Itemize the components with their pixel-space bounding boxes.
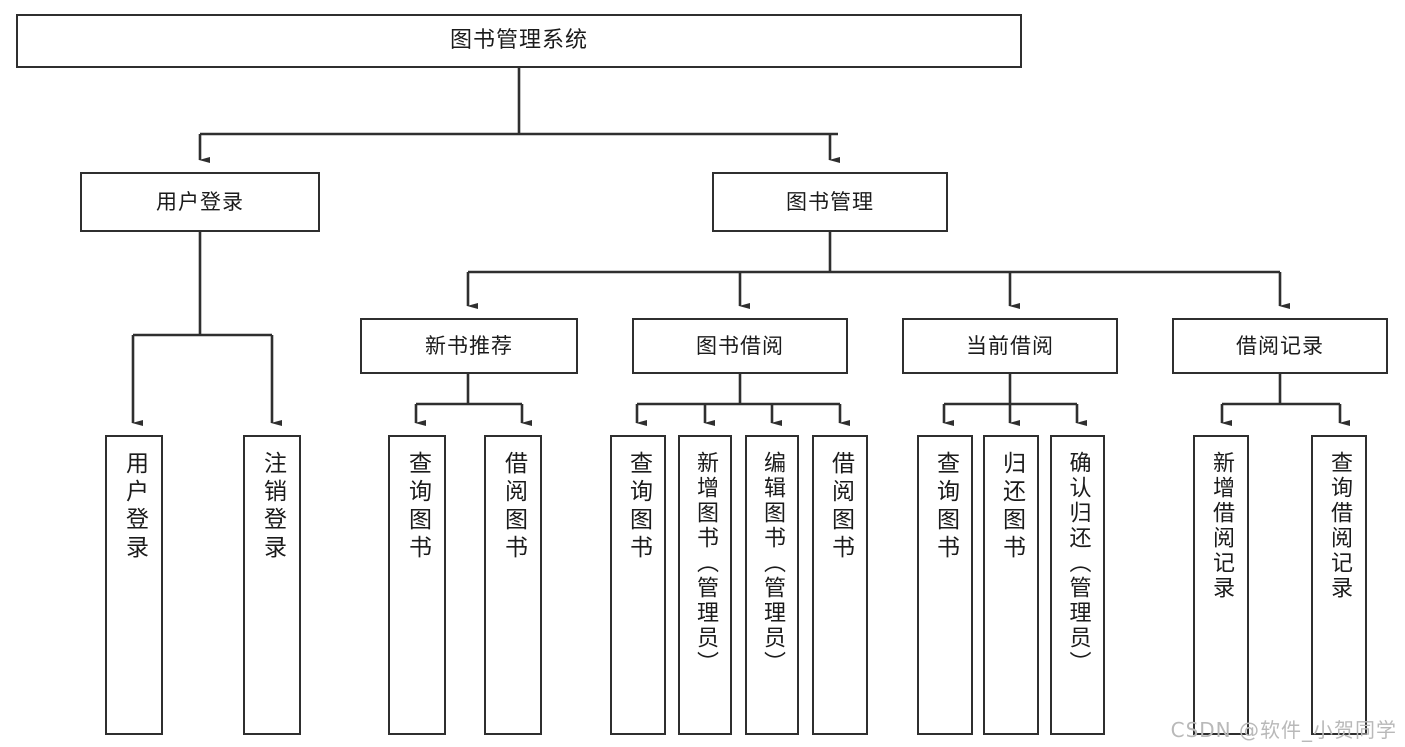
node-label: 查询图书 xyxy=(932,451,959,563)
node-label: 新书推荐 xyxy=(425,333,513,358)
node-label: 确认归还（管理员） xyxy=(1065,451,1091,676)
node-book-borrow[interactable]: 图书借阅 xyxy=(632,318,848,374)
node-borrow-record[interactable]: 借阅记录 xyxy=(1172,318,1388,374)
node-label: 图书借阅 xyxy=(696,333,784,358)
leaf-borrow-record-query[interactable]: 查询借阅记录 xyxy=(1311,435,1367,735)
leaf-user-login-logout[interactable]: 注销登录 xyxy=(243,435,301,735)
node-label: 归还图书 xyxy=(998,451,1025,563)
node-label: 查询图书 xyxy=(625,451,652,563)
node-label: 借阅图书 xyxy=(827,451,854,563)
node-label: 查询借阅记录 xyxy=(1327,451,1352,601)
node-label: 查询图书 xyxy=(404,451,431,563)
leaf-current-borrow-confirm-return[interactable]: 确认归还（管理员） xyxy=(1050,435,1105,735)
leaf-new-book-borrow[interactable]: 借阅图书 xyxy=(484,435,542,735)
node-label: 新增图书（管理员） xyxy=(693,451,718,676)
node-label: 用户登录 xyxy=(121,451,148,563)
node-root-system[interactable]: 图书管理系统 xyxy=(16,14,1022,68)
leaf-borrow-record-add[interactable]: 新增借阅记录 xyxy=(1193,435,1249,735)
node-label: 当前借阅 xyxy=(966,333,1054,358)
node-label: 编辑图书（管理员） xyxy=(760,451,785,676)
leaf-book-borrow-query[interactable]: 查询图书 xyxy=(610,435,666,735)
leaf-current-borrow-return[interactable]: 归还图书 xyxy=(983,435,1039,735)
leaf-user-login-login[interactable]: 用户登录 xyxy=(105,435,163,735)
leaf-current-borrow-query[interactable]: 查询图书 xyxy=(917,435,973,735)
node-new-book-recommend[interactable]: 新书推荐 xyxy=(360,318,578,374)
node-book-management[interactable]: 图书管理 xyxy=(712,172,948,232)
node-label: 用户登录 xyxy=(156,189,244,214)
node-label: 新增借阅记录 xyxy=(1209,451,1234,601)
node-label: 图书管理系统 xyxy=(449,28,588,54)
node-label: 图书管理 xyxy=(786,189,874,214)
leaf-new-book-query[interactable]: 查询图书 xyxy=(388,435,446,735)
leaf-book-borrow-edit[interactable]: 编辑图书（管理员） xyxy=(745,435,799,735)
leaf-book-borrow-add[interactable]: 新增图书（管理员） xyxy=(678,435,732,735)
node-label: 借阅记录 xyxy=(1236,333,1324,358)
node-user-login[interactable]: 用户登录 xyxy=(80,172,320,232)
leaf-book-borrow-borrow[interactable]: 借阅图书 xyxy=(812,435,868,735)
node-current-borrow[interactable]: 当前借阅 xyxy=(902,318,1118,374)
node-label: 借阅图书 xyxy=(500,451,527,563)
node-label: 注销登录 xyxy=(259,451,286,563)
